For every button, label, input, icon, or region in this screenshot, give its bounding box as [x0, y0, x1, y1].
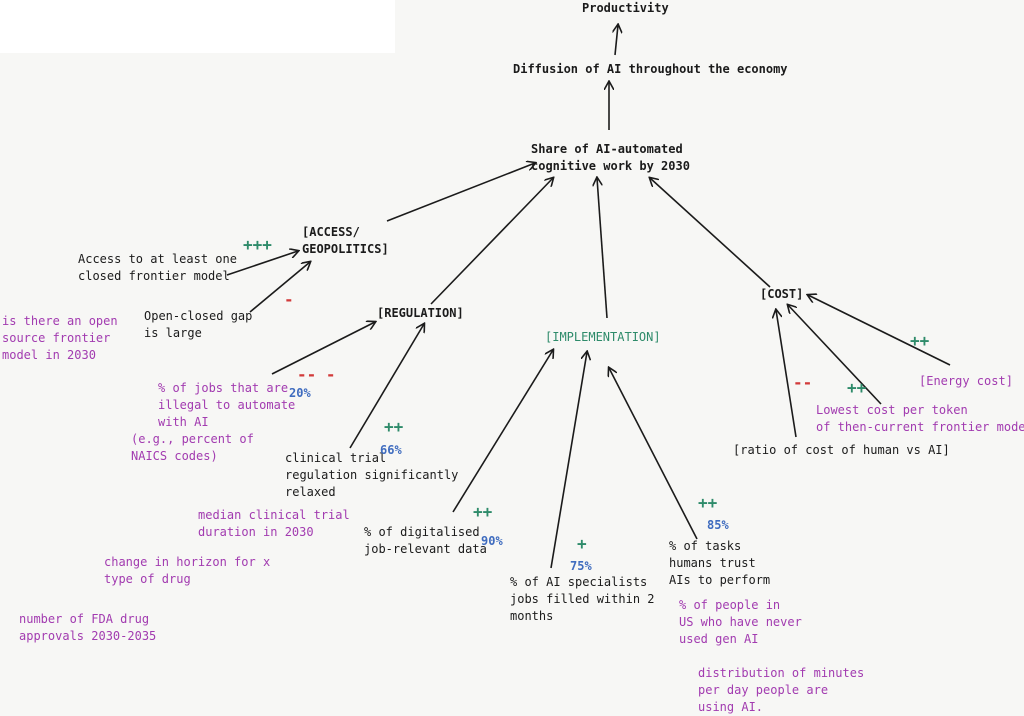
node-diffusion: Diffusion of AI throughout the economy [513, 62, 788, 76]
node-access-geopolitics: [ACCESS/ GEOPOLITICS] [302, 225, 389, 256]
note-energy-cost: [Energy cost] [919, 374, 1013, 388]
pct-tasks-trust: 85% [707, 518, 729, 532]
note-never-used: % of people in US who have never used ge… [679, 598, 802, 646]
note-median-trial: median clinical trial duration in 2030 [198, 508, 350, 539]
sign-energy-cost: ++ [910, 331, 930, 350]
arrow-digitalised-to-implementation [452, 350, 553, 513]
arrow-cost-to-share [650, 178, 771, 288]
arrow-ratio-to-cost [776, 310, 797, 438]
arrow-jobs-to-regulation [271, 322, 375, 375]
pct-digitalised: 90% [481, 534, 503, 548]
node-cost: [COST] [760, 287, 804, 301]
arrow-implementation-to-share [597, 178, 608, 319]
sign-jobs-illegal: -- - [297, 365, 336, 384]
pct-ai-specialists: 75% [570, 559, 592, 573]
arrow-gap-to-access [249, 262, 310, 313]
arrow-lowest-to-cost [788, 305, 882, 405]
factor-ratio-cost: [ratio of cost of human vs AI] [733, 443, 950, 457]
sign-digitalised: ++ [473, 502, 493, 521]
sign-clinical-trial: ++ [384, 417, 404, 436]
note-open-source: is there an open source frontier model i… [2, 314, 118, 362]
factor-digitalised-data: % of digitalised job-relevant data [364, 525, 487, 556]
arrow-trial-to-regulation [349, 324, 424, 449]
factor-clinical-trial: clinical trial regulation significantly … [285, 451, 459, 499]
factor-jobs-illegal: % of jobs that are illegal to automate w… [158, 381, 296, 429]
arrow-regulation-to-share [430, 178, 553, 305]
note-lowest-cost: Lowest cost per token of then-current fr… [816, 403, 1024, 434]
note-horizon: change in horizon for x type of drug [104, 555, 271, 586]
pct-jobs-illegal: 20% [289, 386, 311, 400]
node-share-automated: Share of AI-automated cognitive work by … [531, 142, 690, 173]
note-naics: (e.g., percent of NAICS codes) [131, 432, 254, 463]
sign-ratio-cost: -- [793, 373, 813, 392]
sign-access-frontier: +++ [243, 235, 272, 254]
arrow-trust-to-implementation [609, 368, 698, 540]
sign-tasks-trust: ++ [698, 493, 718, 512]
factor-tasks-trust: % of tasks humans trust AIs to perform [669, 539, 771, 587]
note-fda-approvals: number of FDA drug approvals 2030-2035 [19, 612, 157, 643]
pct-clinical-trial: 66% [380, 443, 402, 457]
arrow-diffusion-to-productivity [615, 25, 618, 56]
factor-ai-specialists: % of AI specialists jobs filled within 2… [510, 575, 655, 623]
arrow-frontier-to-access [226, 251, 298, 276]
arrow-energy-to-cost [808, 295, 951, 366]
arrow-specialists-to-implementation [550, 352, 587, 569]
sign-open-closed-gap: - [284, 290, 294, 309]
node-productivity: Productivity [582, 1, 669, 15]
note-minutes: distribution of minutes per day people a… [698, 666, 865, 714]
factor-access-frontier: Access to at least one closed frontier m… [78, 252, 237, 283]
sign-ai-specialists: + [577, 534, 587, 553]
arrow-access-to-share [386, 163, 535, 222]
node-regulation: [REGULATION] [377, 306, 464, 320]
node-implementation: [IMPLEMENTATION] [545, 330, 661, 344]
factor-open-closed-gap: Open-closed gap is large [144, 309, 253, 340]
sign-lowest-cost: ++ [847, 378, 867, 397]
blank-panel [0, 0, 395, 53]
